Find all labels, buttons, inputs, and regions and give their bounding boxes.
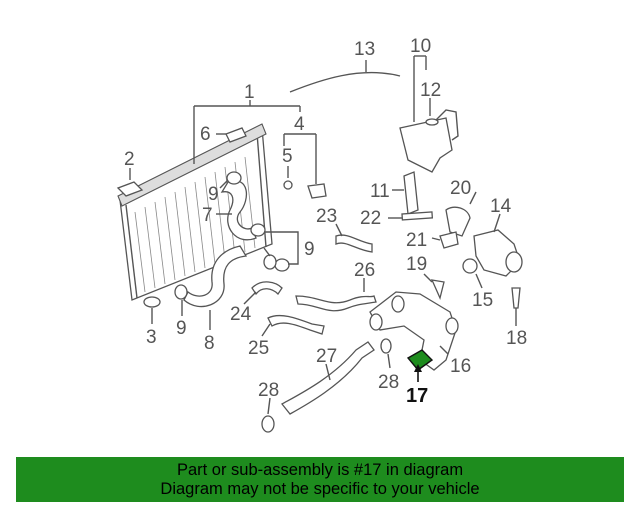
radiator-cap xyxy=(116,181,144,197)
upper-hose xyxy=(220,180,257,241)
banner-line-2: Diagram may not be specific to your vehi… xyxy=(160,480,480,498)
callout-19: 19 xyxy=(406,254,427,275)
banner-line-1: Part or sub-assembly is #17 in diagram xyxy=(176,461,464,479)
callout-16: 16 xyxy=(450,356,471,377)
callout-12: 12 xyxy=(420,80,441,101)
callout-28b: 28 xyxy=(378,372,399,393)
callout-28a: 28 xyxy=(258,380,279,401)
callout-3: 3 xyxy=(146,327,157,348)
callout-20: 20 xyxy=(450,178,471,199)
callout-labels: 1 2 3 4 5 6 7 8 9 9 9 10 11 12 13 14 15 … xyxy=(124,36,527,407)
callout-27: 27 xyxy=(316,346,337,367)
gasket-17[interactable] xyxy=(406,349,434,371)
callout-17[interactable]: 17 xyxy=(406,385,428,407)
callout-10: 10 xyxy=(410,36,431,57)
callout-4: 4 xyxy=(294,114,305,135)
callout-7: 7 xyxy=(202,205,213,226)
callout-22: 22 xyxy=(360,208,381,229)
water-pipe-27 xyxy=(281,341,375,415)
callout-1: 1 xyxy=(244,82,255,103)
drain-plug xyxy=(143,296,161,308)
callout-14: 14 xyxy=(490,196,512,217)
callout-8: 8 xyxy=(204,333,215,354)
reservoir-tank xyxy=(399,109,459,173)
callout-23: 23 xyxy=(316,206,337,227)
callout-9b: 9 xyxy=(176,318,187,339)
water-outlet-pipe xyxy=(369,291,459,371)
callout-21: 21 xyxy=(406,230,427,251)
callout-11: 11 xyxy=(370,181,390,202)
callout-9a: 9 xyxy=(208,184,219,205)
parts-diagram: 1 2 3 4 5 6 7 8 9 9 9 10 11 12 13 14 15 … xyxy=(116,36,527,433)
bracket-6 xyxy=(225,127,247,143)
callout-5: 5 xyxy=(282,146,293,167)
radiator xyxy=(117,123,273,301)
callout-24: 24 xyxy=(230,304,252,325)
callout-25: 25 xyxy=(248,338,269,359)
callout-13: 13 xyxy=(354,39,375,60)
info-banner: Part or sub-assembly is #17 in diagram D… xyxy=(16,457,624,502)
callout-9c: 9 xyxy=(304,239,315,260)
callout-2: 2 xyxy=(124,149,135,170)
callout-26: 26 xyxy=(354,260,375,281)
callout-15: 15 xyxy=(472,290,493,311)
callout-18: 18 xyxy=(506,328,527,349)
callout-6: 6 xyxy=(200,124,211,145)
lower-hose xyxy=(183,245,248,308)
